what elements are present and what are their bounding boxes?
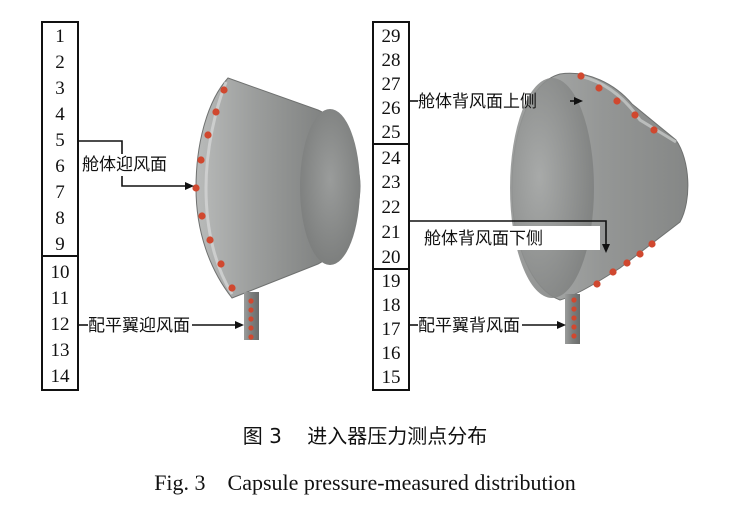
arrow-head — [557, 321, 566, 329]
left-number-12: 12 — [51, 314, 70, 335]
sensor-point — [217, 260, 225, 268]
left-number-5: 5 — [55, 130, 65, 151]
left-capsule-base — [300, 109, 360, 265]
left-column-frame — [41, 21, 79, 391]
sensor-point — [204, 131, 212, 139]
sensor-point — [650, 126, 658, 134]
label-left-windward: 舱体迎风面 — [82, 155, 167, 175]
arrow-head — [602, 244, 610, 253]
sensor-point — [212, 108, 220, 116]
left-number-7: 7 — [55, 182, 65, 203]
label-background — [420, 226, 600, 250]
sensor-point — [631, 111, 639, 119]
label-left-trim-windward: 配平翼迎风面 — [88, 316, 190, 336]
sensor-point — [228, 284, 236, 292]
right-number-28: 28 — [382, 50, 401, 71]
right-number-25: 25 — [382, 122, 401, 143]
sensor-point — [571, 306, 577, 312]
right-leeward-lower-sensors — [593, 240, 656, 288]
sensor-point — [248, 325, 254, 331]
right-number-16: 16 — [382, 343, 401, 364]
right-trim-sensors — [571, 297, 577, 339]
left-number-6: 6 — [55, 156, 65, 177]
sensor-point — [192, 184, 200, 192]
sensor-point — [571, 297, 577, 303]
left-number-4: 4 — [55, 104, 65, 125]
sensor-point — [248, 298, 254, 304]
leader-line — [121, 176, 188, 187]
right-column-frame — [372, 21, 410, 391]
right-number-23: 23 — [382, 172, 401, 193]
sensor-point — [648, 240, 656, 248]
left-windward-sensors — [192, 86, 236, 292]
left-number-13: 13 — [51, 340, 70, 361]
left-trim-wing — [244, 292, 259, 340]
right-number-15: 15 — [382, 367, 401, 388]
sensor-point — [577, 72, 585, 80]
sensor-point — [593, 280, 601, 288]
right-number-27: 27 — [382, 74, 401, 95]
right-capsule-rim-highlight — [579, 74, 677, 144]
left-number-1: 1 — [55, 26, 65, 47]
sensor-point — [571, 324, 577, 330]
right-number-column: 29 28 27 26 25 24 23 22 21 20 19 18 17 1… — [372, 21, 410, 391]
left-capsule — [192, 77, 361, 340]
label-right-leeward-upper: 舱体背风面上侧 — [418, 92, 537, 112]
sensor-point — [571, 315, 577, 321]
sensor-point — [248, 307, 254, 313]
capsule-figure: 1 2 3 4 5 6 7 8 9 10 11 12 13 14 — [41, 21, 689, 391]
arrow-head — [235, 321, 244, 329]
sensor-point — [609, 268, 617, 276]
right-number-22: 22 — [382, 197, 401, 218]
left-number-14: 14 — [51, 366, 71, 387]
sensor-point — [248, 316, 254, 322]
right-number-24: 24 — [382, 148, 402, 169]
leader-line — [78, 140, 123, 154]
left-number-2: 2 — [55, 52, 65, 73]
sensor-point — [248, 334, 254, 340]
right-number-18: 18 — [382, 295, 401, 316]
left-number-11: 11 — [51, 288, 69, 309]
figure-caption-chinese: 图 3 进入器压力测点分布 — [242, 424, 488, 448]
left-trim-sensors — [248, 298, 254, 340]
sensor-point — [206, 236, 214, 244]
sensor-point — [220, 86, 228, 94]
right-number-19: 19 — [382, 271, 401, 292]
figure-caption-english: Fig. 3 Capsule pressure-measured distrib… — [154, 470, 576, 495]
sensor-point — [636, 250, 644, 258]
leader-line — [409, 220, 607, 245]
right-number-26: 26 — [382, 98, 401, 119]
right-capsule — [510, 72, 689, 344]
sensor-point — [198, 212, 206, 220]
right-number-29: 29 — [382, 26, 401, 47]
left-number-column: 1 2 3 4 5 6 7 8 9 10 11 12 13 14 — [41, 21, 79, 391]
right-leeward-upper-sensors — [577, 72, 658, 134]
sensor-point — [595, 84, 603, 92]
left-number-9: 9 — [55, 234, 65, 255]
right-callouts: 舱体背风面上侧 舱体背风面下侧 配平翼背风面 — [409, 92, 610, 336]
left-number-10: 10 — [51, 262, 70, 283]
left-number-3: 3 — [55, 78, 65, 99]
sensor-point — [197, 156, 205, 164]
label-right-trim-leeward: 配平翼背风面 — [418, 316, 520, 336]
right-number-21: 21 — [382, 222, 401, 243]
sensor-point — [613, 97, 621, 105]
arrow-head — [574, 97, 583, 105]
left-callouts: 舱体迎风面 配平翼迎风面 — [78, 140, 244, 336]
right-number-20: 20 — [382, 247, 401, 268]
label-right-leeward-lower: 舱体背风面下侧 — [424, 229, 543, 249]
sensor-point — [571, 333, 577, 339]
sensor-point — [623, 259, 631, 267]
left-number-8: 8 — [55, 208, 65, 229]
right-number-17: 17 — [382, 319, 401, 340]
arrow-head — [185, 182, 194, 190]
